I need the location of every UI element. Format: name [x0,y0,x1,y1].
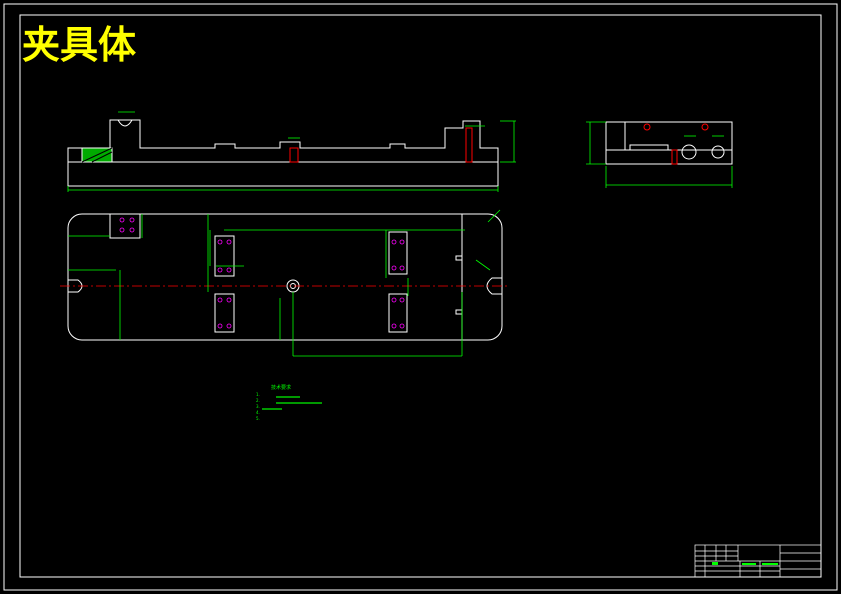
front-view-slot [117,119,133,127]
notes-heading: 技术要求 [271,384,291,391]
side-view-hole [701,123,709,131]
side-view-dimensions [586,121,733,188]
outer-border [3,3,838,591]
top-view-outline [67,213,503,341]
support-plate-right-upper [388,231,408,275]
hatch-line [91,151,113,163]
notes-line-3: 3. [256,404,260,409]
top-view-clamp-block [109,213,141,239]
side-view-counterbore [681,144,697,160]
title-block [694,544,822,578]
support-plate-left-lower [214,293,235,333]
side-view-outline [605,121,733,165]
front-view-dimensions [67,111,516,192]
drawing-title: 夹具体 [22,23,136,67]
front-view-profile [67,119,499,162]
side-view-counterbore [711,145,725,159]
front-view [67,119,499,187]
side-view [605,121,733,165]
support-plate-right-lower [388,293,408,333]
notes-line-5: 5. [256,416,260,421]
front-view-pin [289,147,299,163]
notes-line-2: 2. [256,398,260,403]
front-view-bolt [465,127,473,163]
technical-notes: 技术要求 1. 2. 3. 4. 5. [256,384,322,421]
notes-line-1: 1. [256,392,260,397]
top-view-dimensions [68,209,501,357]
inner-frame [19,14,822,578]
notes-line-4: 4. [256,410,260,415]
support-plate-left-upper [214,235,235,277]
side-view-hole [643,123,651,131]
top-view [67,213,503,341]
hatch-line [81,147,113,163]
front-view-base [67,161,499,187]
top-view-holes [119,217,405,329]
